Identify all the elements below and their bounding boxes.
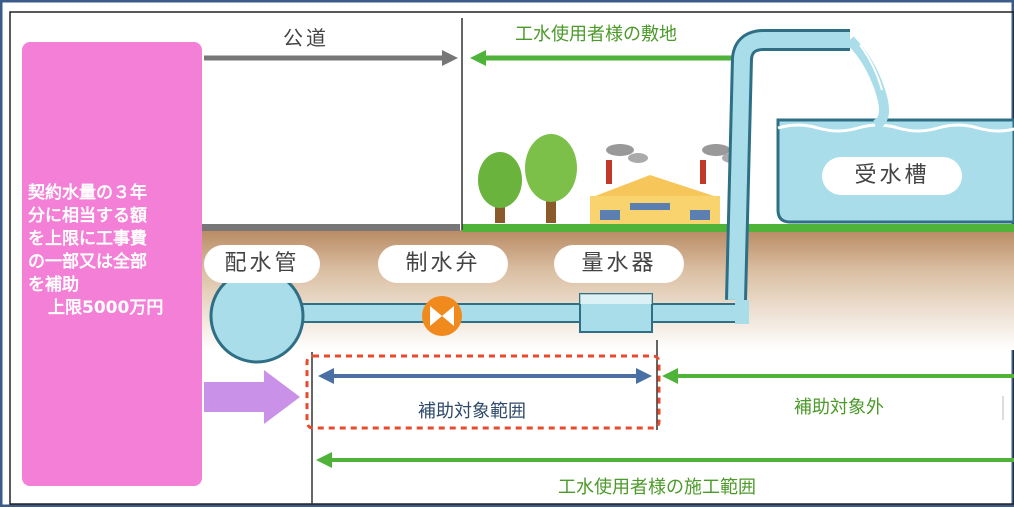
- receiving-tank-label: 受水槽: [822, 157, 962, 195]
- water-meter-top: [580, 294, 652, 304]
- subsidy-line-1: 契約水量の３年: [28, 183, 147, 203]
- riser-pipe: [728, 32, 850, 301]
- outside-scope-arrowhead: [662, 368, 678, 384]
- subsidy-line-3: を上限に工事費: [28, 229, 147, 249]
- tree-icon: [525, 134, 577, 223]
- subsidy-scope-label: 補助対象範囲: [418, 401, 526, 422]
- factory-icon: [590, 144, 742, 224]
- outside-scope-label: 補助対象外: [794, 397, 884, 418]
- public-road-label: 公道: [283, 26, 329, 50]
- subsidy-limit: 上限5000万円: [48, 298, 164, 318]
- water-stream: [846, 36, 889, 130]
- control-valve-label: 制水弁: [378, 245, 508, 283]
- user-site-label: 工水使用者様の敷地: [515, 24, 677, 45]
- distribution-pipe-circle: [209, 268, 305, 364]
- construction-scope-arrowhead: [316, 452, 332, 468]
- water-meter-label: 量水器: [554, 245, 684, 283]
- control-valve-icon: [422, 296, 462, 336]
- subsidy-info-text: 契約水量の３年 分に相当する額 を上限に工事費 の一部又は全部 を補助 上限50…: [28, 182, 198, 320]
- construction-scope-label: 工水使用者様の施工範囲: [558, 477, 756, 498]
- user-site-arrowhead: [470, 50, 486, 66]
- pipe-elbow: [735, 300, 749, 324]
- subsidy-line-4: の一部又は全部: [28, 252, 147, 272]
- service-pipe: [297, 303, 745, 323]
- public-road-arrowhead: [442, 50, 458, 66]
- inner-frame: [9, 11, 1014, 505]
- road-surface: [202, 224, 460, 231]
- tree-icon: [478, 152, 522, 223]
- subsidy-arrowhead-right: [636, 368, 652, 384]
- subsidy-info-panel: 契約水量の３年 分に相当する額 を上限に工事費 の一部又は全部 を補助 上限50…: [22, 42, 202, 486]
- subsidy-scope-box: [305, 354, 661, 430]
- subsidy-arrowhead-left: [318, 368, 334, 384]
- distribution-pipe-label: 配水管: [204, 245, 320, 283]
- subsidy-line-5: を補助: [28, 275, 79, 295]
- purple-arrow-shaft: [204, 382, 266, 412]
- purple-arrowhead: [264, 370, 300, 424]
- subsidy-line-2: 分に相当する額: [28, 206, 147, 226]
